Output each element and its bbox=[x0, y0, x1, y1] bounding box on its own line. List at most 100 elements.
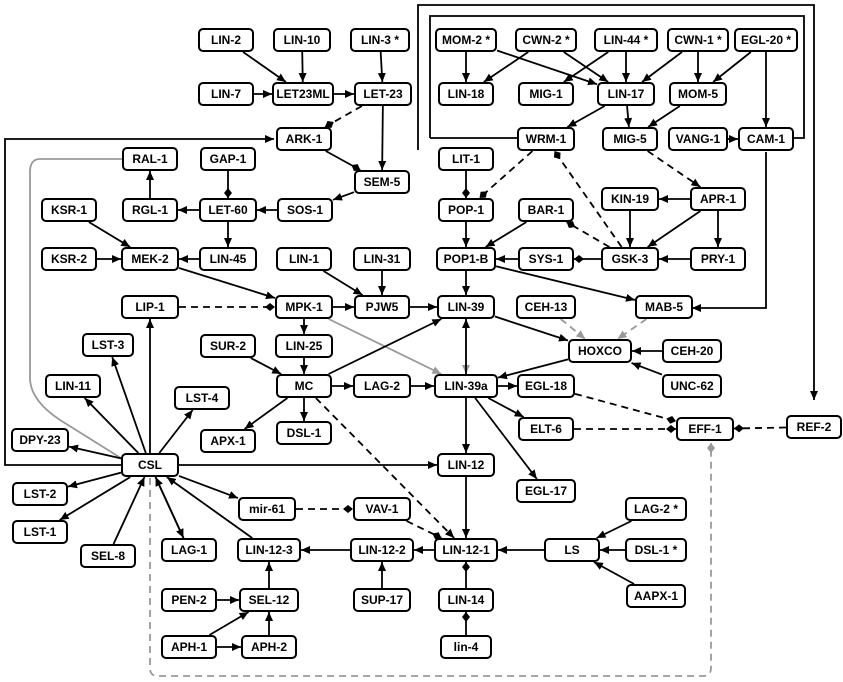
node-sos-1: SOS-1 bbox=[277, 198, 333, 222]
node-label: SEL-8 bbox=[91, 549, 125, 563]
node-mc: MC bbox=[276, 374, 332, 398]
node-box bbox=[518, 417, 574, 441]
node-box bbox=[568, 339, 632, 363]
node-apx-1: APX-1 bbox=[200, 429, 256, 453]
node-box bbox=[626, 584, 686, 608]
node-box bbox=[438, 198, 494, 222]
node-box bbox=[350, 538, 414, 562]
node-box bbox=[434, 538, 498, 562]
csl-ark1-route bbox=[4, 135, 274, 466]
node-label: SOS-1 bbox=[287, 203, 323, 217]
node-label: EGL-20 * bbox=[741, 33, 791, 47]
node-box bbox=[601, 247, 659, 271]
node-lip-1: LIP-1 bbox=[121, 295, 179, 319]
edge-bar-1-to-pop1-b bbox=[485, 221, 527, 248]
node-label: LIN-12-1 bbox=[442, 543, 490, 557]
node-lin-18: LIN-18 bbox=[438, 82, 494, 106]
node-box bbox=[437, 295, 495, 319]
node-label: RAL-1 bbox=[132, 152, 168, 166]
edge-lin-3-to-let-23 bbox=[377, 51, 386, 83]
node-box bbox=[41, 247, 97, 271]
edge-lin-39a-to-elt-6 bbox=[487, 397, 525, 418]
node-box bbox=[275, 334, 333, 358]
node-lin-39a: LIN-39a bbox=[434, 374, 498, 398]
node-box bbox=[122, 147, 178, 171]
node-aph-1: APH-1 bbox=[161, 635, 217, 659]
edge-mc-to-lin-12-1 bbox=[315, 397, 455, 539]
node-box bbox=[517, 127, 575, 151]
node-apr-1: APR-1 bbox=[690, 187, 746, 211]
node-lin-12: LIN-12 bbox=[437, 453, 495, 477]
node-label: BAR-1 bbox=[528, 203, 565, 217]
edge-gsk-3-to-wrm-1 bbox=[553, 150, 623, 248]
edge-egl-20-to-mom-5 bbox=[712, 51, 752, 83]
node-label: MC bbox=[295, 379, 314, 393]
node-ral-1: RAL-1 bbox=[122, 147, 178, 171]
node-box bbox=[200, 147, 256, 171]
node-label: APX-1 bbox=[210, 434, 246, 448]
node-box bbox=[238, 497, 296, 521]
node-pen-2: PEN-2 bbox=[161, 588, 217, 612]
node-let-60: LET-60 bbox=[199, 198, 257, 222]
node-label: LIN-14 bbox=[448, 593, 485, 607]
node-label: LIN-1 bbox=[289, 252, 319, 266]
edge-csl-to-mir-61 bbox=[178, 475, 239, 499]
edge-aapx-1-to-ls bbox=[593, 561, 635, 585]
node-box bbox=[161, 588, 217, 612]
node-label: LIN-12-3 bbox=[245, 543, 293, 557]
edge-ark-1-to-sem-5 bbox=[325, 150, 361, 172]
node-label: LIN-7 bbox=[211, 87, 241, 101]
node-label: KSR-2 bbox=[51, 252, 87, 266]
edge-sur-2-to-mc bbox=[250, 357, 282, 375]
node-label: EFF-1 bbox=[688, 422, 722, 436]
node-lst-3: LST-3 bbox=[82, 333, 134, 357]
node-box bbox=[350, 28, 410, 52]
node-unc-62: UNC-62 bbox=[662, 374, 722, 398]
node-label: KIN-19 bbox=[611, 192, 649, 206]
node-mom-2: MOM-2 * bbox=[435, 28, 497, 52]
node-box bbox=[601, 187, 659, 211]
edge-mom-5-to-mig-5 bbox=[647, 105, 681, 128]
edge-let-23-to-ark-1 bbox=[324, 105, 363, 129]
node-lin-12-2: LIN-12-2 bbox=[350, 538, 414, 562]
node-label: CAM-1 bbox=[747, 132, 785, 146]
node-box bbox=[662, 374, 722, 398]
node-label: LIP-1 bbox=[135, 300, 165, 314]
node-label: LET-23 bbox=[363, 87, 403, 101]
node-label: MEK-2 bbox=[131, 252, 169, 266]
node-label: SEL-12 bbox=[249, 593, 290, 607]
node-sur-2: SUR-2 bbox=[200, 334, 256, 358]
node-box bbox=[199, 247, 257, 271]
node-box bbox=[122, 198, 178, 222]
node-box bbox=[690, 247, 746, 271]
edge-ceh-13-to-hoxco bbox=[560, 318, 586, 340]
node-lin-12-1: LIN-12-1 bbox=[434, 538, 498, 562]
edge-lag-1-to-csl bbox=[154, 476, 185, 539]
node-box bbox=[354, 170, 410, 194]
edge-csl-to-lst-1 bbox=[59, 476, 131, 521]
node-cam-1: CAM-1 bbox=[738, 127, 794, 151]
node-lin-44: LIN-44 * bbox=[594, 28, 658, 52]
edge-egl-18-to-eff-1 bbox=[574, 392, 677, 424]
node-label: POP-1 bbox=[448, 203, 484, 217]
node-label: MAB-5 bbox=[645, 300, 683, 314]
node-dsl-1: DSL-1 bbox=[276, 421, 332, 445]
edge-csl-to-lst-2 bbox=[67, 471, 122, 489]
node-egl-20: EGL-20 * bbox=[734, 28, 798, 52]
node-label: MPK-1 bbox=[285, 300, 323, 314]
node-box bbox=[121, 453, 179, 477]
edge-cwn-1-to-lin-17 bbox=[641, 51, 683, 83]
node-rgl-1: RGL-1 bbox=[122, 198, 178, 222]
node-box bbox=[438, 588, 494, 612]
node-lin-45: LIN-45 bbox=[199, 247, 257, 271]
edge-pop1-b-to-mab-5 bbox=[495, 265, 636, 302]
node-box bbox=[667, 28, 729, 52]
node-gsk-3: GSK-3 bbox=[601, 247, 659, 271]
edge-unc-62-to-hoxco bbox=[631, 362, 663, 376]
node-label: MIG-5 bbox=[613, 132, 647, 146]
node-pry-1: PRY-1 bbox=[690, 247, 746, 271]
node-label: VAV-1 bbox=[366, 502, 399, 516]
node-box bbox=[517, 374, 575, 398]
node-box bbox=[668, 127, 728, 151]
node-box bbox=[198, 28, 254, 52]
